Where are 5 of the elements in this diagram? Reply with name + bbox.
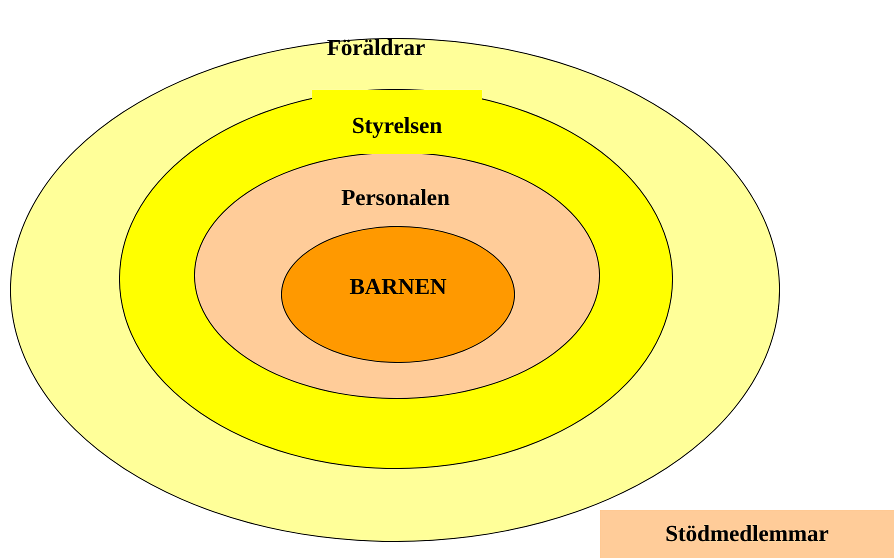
node-label: Föräldrar bbox=[326, 34, 426, 62]
side-box bbox=[600, 510, 894, 558]
node-label: BARNEN bbox=[348, 273, 448, 301]
node-label: Styrelsen bbox=[312, 90, 482, 154]
node-label: Stödmedlemmar bbox=[665, 521, 829, 547]
